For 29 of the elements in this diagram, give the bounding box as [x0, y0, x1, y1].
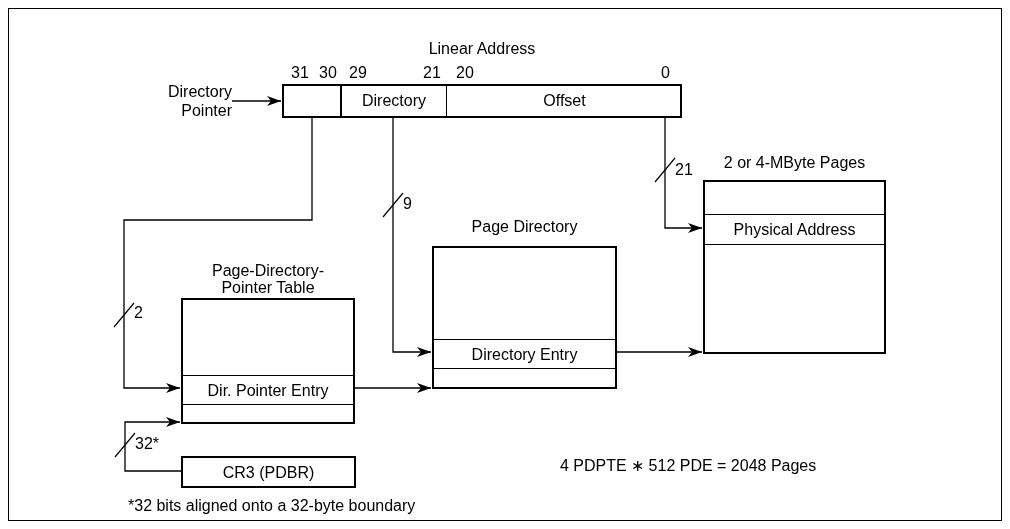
table-entry: Dir. Pointer Entry — [181, 375, 355, 405]
formula-note: 4 PDPTE ∗ 512 PDE = 2048 Pages — [560, 457, 817, 474]
bus-width-label: 9 — [403, 195, 412, 212]
arrow — [616, 347, 703, 357]
register-field: Directory — [341, 84, 446, 117]
bit-number: 20 — [456, 64, 474, 81]
arrow — [123, 116, 313, 393]
register-box: CR3 (PDBR) — [181, 456, 356, 488]
bit-number: 0 — [661, 64, 670, 81]
bit-number: 31 — [291, 64, 309, 81]
bit-number: 29 — [349, 64, 367, 81]
table-entry: Physical Address — [703, 214, 886, 245]
arrow — [124, 417, 182, 472]
arrow — [231, 96, 282, 106]
table-title: 2 or 4-MByte Pages — [722, 154, 867, 171]
bit-number: 21 — [423, 64, 441, 81]
side-label: Directory Pointer — [140, 82, 232, 120]
bus-width-label: 32* — [135, 435, 160, 452]
table-title: Page-Directory-Pointer Table — [211, 262, 325, 296]
arrow — [354, 383, 432, 393]
bus-width-label: 2 — [134, 304, 143, 321]
bus-width-label: 21 — [675, 161, 693, 178]
table-title: Page Directory — [470, 218, 579, 235]
table-entry: Directory Entry — [432, 339, 617, 369]
arrow — [664, 116, 703, 233]
bit-number: 30 — [319, 64, 337, 81]
arrow — [392, 116, 432, 357]
table-title: Linear Address — [427, 40, 537, 57]
register-field: Offset — [446, 84, 682, 117]
